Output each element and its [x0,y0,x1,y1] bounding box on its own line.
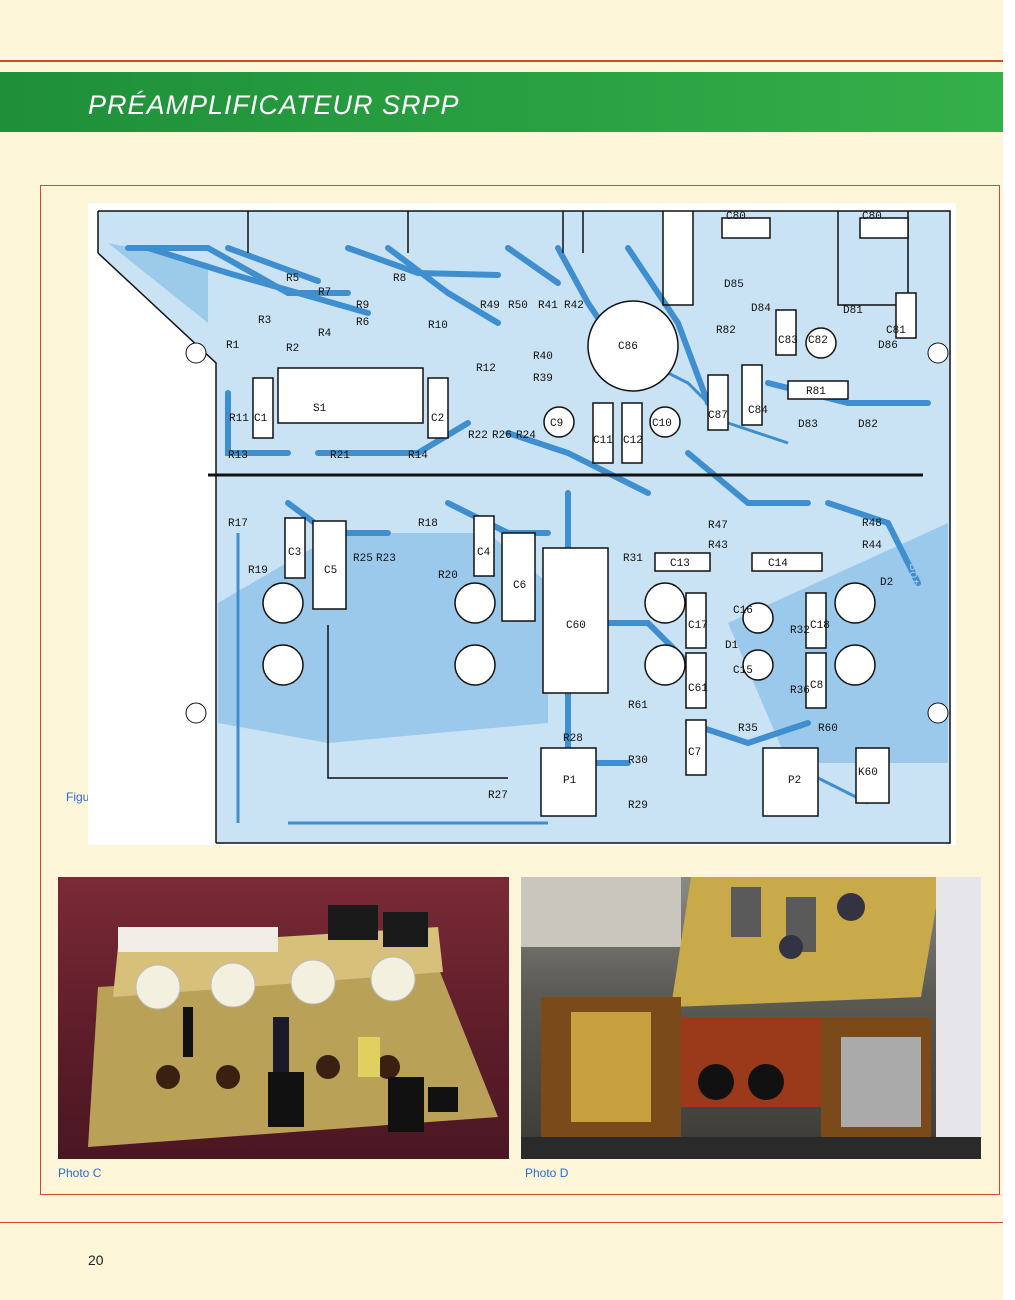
label-r82: R82 [716,325,736,337]
label-c4: C4 [477,547,491,559]
label-r12: R12 [476,363,496,375]
label-d84: D84 [751,303,771,315]
label-c8: C8 [810,680,823,692]
label-r4: R4 [318,328,332,340]
label-r47: R47 [708,520,728,532]
label-r10: R10 [428,320,448,332]
label-r11: R11 [229,413,249,425]
label-r21: R21 [330,450,350,462]
label-r8: R8 [393,273,406,285]
label-d85: D85 [724,279,744,291]
photo-c-caption: Photo C [58,1166,102,1180]
label-r29: R29 [628,800,648,812]
label-r43: R43 [708,540,728,552]
label-c6: C6 [513,580,526,592]
page-edge [1003,0,1015,1300]
page-title: PRÉAMPLIFICATEUR SRPP [88,90,460,120]
label-c80b: C80 [862,211,882,223]
label-c17: C17 [688,620,708,632]
pcb-layout: C80 C80 D85 C81 C82 C83 C84 C86 C87 D81 … [88,203,956,845]
photo-d-caption: Photo D [525,1166,569,1180]
label-c10: C10 [652,418,672,430]
label-c9: C9 [550,418,563,430]
label-c84: C84 [748,405,768,417]
label-r81: R81 [806,386,826,398]
label-c82: C82 [808,335,828,347]
label-r49: R49 [480,300,500,312]
label-r50: R50 [508,300,528,312]
label-d81: D81 [843,305,863,317]
label-c16: C16 [733,605,753,617]
label-c11: C11 [593,435,613,447]
top-rule [0,60,1003,62]
label-c86: C86 [618,341,638,353]
label-c15: C15 [733,665,753,677]
label-c80: C80 [726,211,746,223]
label-c1: C1 [254,413,268,425]
label-r26: R26 [492,430,512,442]
page-number: 20 [88,1252,104,1268]
label-c7: C7 [688,747,701,759]
label-c13: C13 [670,558,690,570]
label-r39: R39 [533,373,553,385]
label-r60: R60 [818,723,838,735]
title-banner: PRÉAMPLIFICATEUR SRPP [0,72,1003,132]
label-c61: C61 [688,683,708,695]
label-r23: R23 [376,553,396,565]
label-r61: R61 [628,700,648,712]
label-bottom: Bottom [906,563,921,610]
label-r22: R22 [468,430,488,442]
label-k60: K60 [858,767,878,779]
label-r27: R27 [488,790,508,802]
label-r28: R28 [563,733,583,745]
label-r20: R20 [438,570,458,582]
label-r25: R25 [353,553,373,565]
label-c14: C14 [768,558,788,570]
bottom-rule [0,1222,1003,1223]
label-r2: R2 [286,343,299,355]
label-c60: C60 [566,620,586,632]
label-r6: R6 [356,317,369,329]
label-p2: P2 [788,775,801,787]
label-d82: D82 [858,419,878,431]
label-c87: C87 [708,410,728,422]
label-r31: R31 [623,553,643,565]
label-r9: R9 [356,300,369,312]
label-r35: R35 [738,723,758,735]
label-c3: C3 [288,547,301,559]
label-r36: R36 [790,685,810,697]
label-c5: C5 [324,565,337,577]
label-c2: C2 [431,413,444,425]
label-r41: R41 [538,300,558,312]
label-r13: R13 [228,450,248,462]
label-r17: R17 [228,518,248,530]
label-r42: R42 [564,300,584,312]
label-c12: C12 [623,435,643,447]
label-c81: C81 [886,325,906,337]
label-d86: D86 [878,340,898,352]
photo-d-image [521,877,981,1159]
label-r18: R18 [418,518,438,530]
photo-c-image [58,877,509,1159]
label-r44: R44 [862,540,882,552]
label-r7: R7 [318,287,331,299]
label-r30: R30 [628,755,648,767]
label-r19: R19 [248,565,268,577]
label-r3: R3 [258,315,271,327]
label-c83: C83 [778,335,798,347]
label-s1: S1 [313,403,327,415]
label-c18: C18 [810,620,830,632]
label-r24: R24 [516,430,536,442]
label-r48: R48 [862,518,882,530]
label-r14: R14 [408,450,428,462]
label-r5: R5 [286,273,299,285]
figure-frame [40,185,1000,1195]
label-p1: P1 [563,775,577,787]
label-r32: R32 [790,625,810,637]
label-d83: D83 [798,419,818,431]
label-d1: D1 [725,640,739,652]
label-d2: D2 [880,577,893,589]
label-r1: R1 [226,340,240,352]
label-r40: R40 [533,351,553,363]
